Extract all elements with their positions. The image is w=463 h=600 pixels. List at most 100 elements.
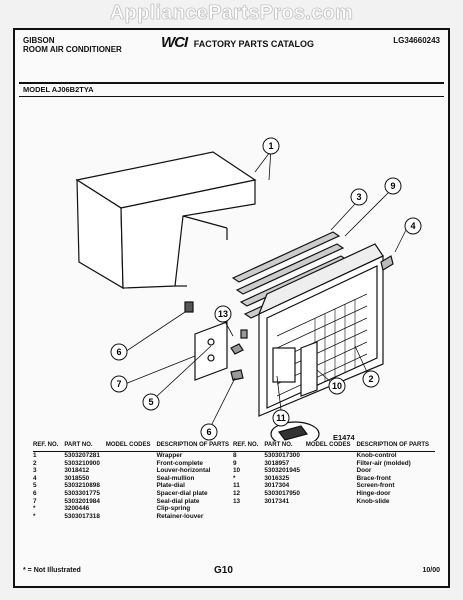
svg-text:11: 11	[276, 413, 286, 423]
svg-text:10: 10	[332, 381, 342, 391]
control-knob	[184, 301, 194, 313]
svg-text:6: 6	[206, 427, 211, 437]
document-code: LG34660243	[393, 36, 440, 45]
callout-9: 9	[384, 177, 402, 195]
table-row: 2 5303210900 Front-complete	[33, 460, 235, 468]
description-cell: Retainer-louver	[156, 512, 204, 520]
wrapper-cabinet	[75, 151, 257, 290]
seal-mullion	[380, 255, 394, 271]
description-cell: Plate-dial	[156, 482, 185, 490]
table-row: * 3200446 Clip-spring	[33, 505, 235, 513]
model-code-cell	[306, 498, 357, 506]
description-cell: Seal-dial plate	[156, 497, 200, 505]
col-part: PART NO.	[64, 442, 106, 452]
exploded-parts-diagram: 1 3 9 4 13 6 7 5 6 2 10 11 12 8	[75, 137, 422, 441]
col-model: MODEL CODES	[105, 442, 157, 452]
part-number-cell: 3018957	[264, 459, 290, 467]
table-row: * 5303017318 Retainer-louver	[33, 513, 235, 521]
description-cell: Louver-horizontal	[156, 467, 211, 475]
model-code-cell	[306, 482, 357, 490]
header-catalog: WCI FACTORY PARTS CATALOG	[161, 34, 314, 51]
page-number: G10	[214, 565, 233, 576]
svg-text:7: 7	[116, 379, 121, 389]
col-ref: REF. NO.	[233, 442, 265, 452]
model-code-cell	[306, 475, 357, 483]
svg-text:1: 1	[268, 141, 273, 151]
part-number-cell: 5303207281	[64, 452, 100, 459]
svg-text:5: 5	[148, 397, 153, 407]
callout-6-bottom: 6	[200, 423, 218, 441]
model-code-cell	[106, 467, 157, 475]
callout-4: 4	[404, 217, 422, 235]
footer-note: * = Not Illustrated	[23, 567, 81, 574]
dial-plate-assembly	[194, 321, 248, 381]
model-code-cell	[106, 475, 157, 483]
model-code-cell	[306, 490, 357, 498]
model-code-cell	[106, 498, 157, 506]
description-cell: Wrapper	[156, 452, 183, 459]
callout-2: 2	[362, 370, 380, 388]
ref-cell: 8	[233, 452, 237, 459]
model-code-cell	[306, 452, 357, 460]
ref-cell: 10	[233, 467, 241, 475]
callout-5: 5	[142, 393, 160, 411]
part-number-cell: 3018550	[64, 474, 90, 482]
model-number: MODEL AJ06B2TYA	[19, 82, 444, 97]
part-number-cell: 3018412	[64, 467, 90, 475]
parts-table-right: REF. NO. PART NO. MODEL CODES DESCRIPTIO…	[233, 442, 436, 506]
part-number-cell: 5303210900	[64, 459, 100, 467]
door	[300, 341, 318, 397]
model-code-cell	[306, 460, 357, 468]
product-name: ROOM AIR CONDITIONER	[23, 45, 122, 54]
table-row: 3 3018412 Louver-horizontal	[33, 467, 235, 475]
callout-7: 7	[110, 375, 128, 393]
part-number-cell: 5303201945	[264, 467, 300, 475]
revision-date: 10/00	[422, 567, 440, 574]
callout-13: 13	[214, 305, 232, 323]
table-row: 10 5303201945 Door	[233, 467, 435, 475]
part-number-cell: 5303017318	[64, 512, 100, 520]
ref-cell: 5	[33, 482, 37, 490]
ref-cell: *	[33, 505, 36, 513]
ref-cell: *	[233, 474, 236, 482]
description-cell: Door	[356, 467, 372, 475]
brand-name: GIBSON	[23, 36, 55, 45]
svg-text:13: 13	[218, 309, 228, 319]
svg-text:9: 9	[390, 181, 395, 191]
svg-text:3: 3	[356, 192, 361, 202]
description-cell: Spacer-dial plate	[156, 489, 208, 497]
description-cell: Hinge-door	[356, 489, 391, 497]
description-cell: Brace-front	[356, 474, 391, 482]
callout-markers: 1 3 9 4 13 6 7 5 6 2 10 11 12 8	[110, 137, 422, 441]
part-number-cell: 3200446	[64, 505, 90, 513]
parts-catalog-sheet: GIBSON ROOM AIR CONDITIONER WCI FACTORY …	[13, 28, 450, 588]
model-code-cell	[106, 482, 157, 490]
model-code-cell	[106, 460, 157, 468]
col-model: MODEL CODES	[305, 442, 357, 452]
ref-cell: 6	[33, 489, 37, 497]
part-number-cell: 3017304	[264, 482, 290, 490]
description-cell: Screen-front	[356, 482, 395, 490]
part-number-cell: 5303210898	[64, 482, 100, 490]
ref-cell: *	[33, 512, 36, 520]
front-grille	[257, 243, 384, 417]
ref-cell: 13	[233, 497, 241, 505]
wci-logo: WCI	[161, 34, 188, 51]
ref-cell: 3	[33, 467, 37, 475]
catalog-title: FACTORY PARTS CATALOG	[193, 39, 315, 49]
model-code-cell	[106, 452, 157, 460]
description-cell: Front-complete	[156, 459, 203, 467]
ref-cell: 2	[33, 459, 37, 467]
part-number-cell: 5303017950	[264, 489, 300, 497]
callout-11: 11	[272, 409, 290, 427]
callout-1: 1	[262, 137, 280, 155]
description-cell: Clip-spring	[156, 505, 191, 513]
